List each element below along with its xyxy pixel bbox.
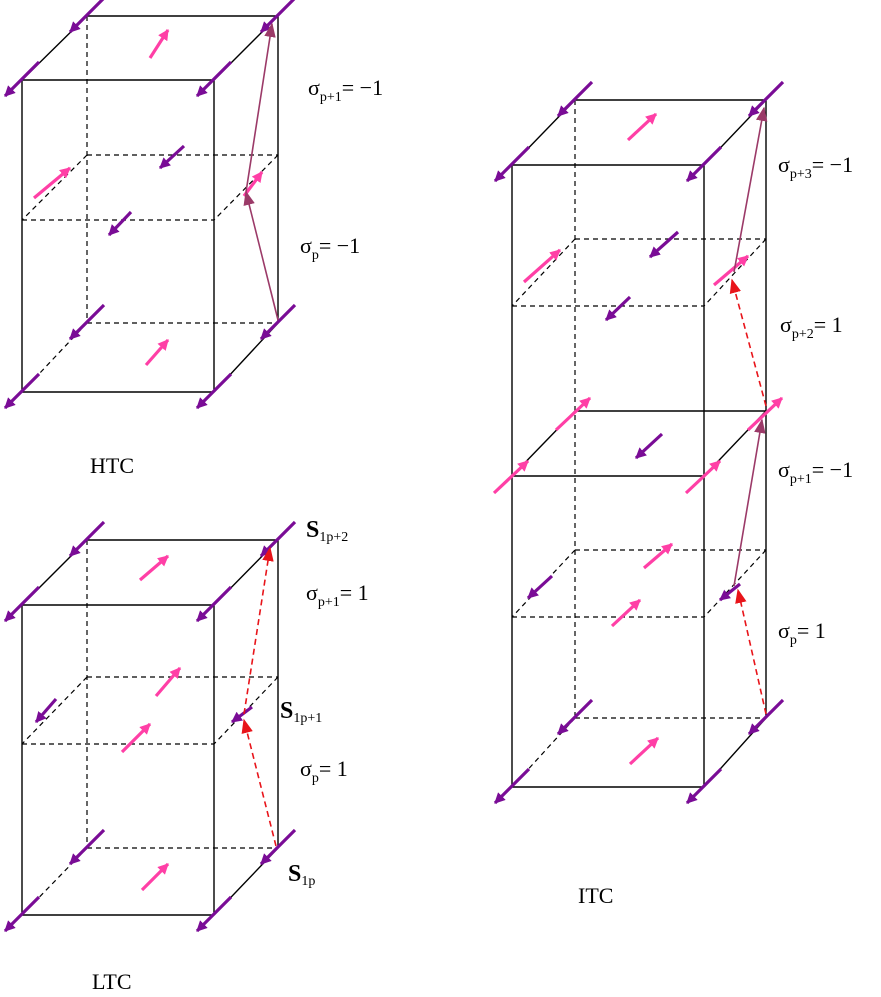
htc-panel: σp+1= −1 σp= −1 HTC — [3, 0, 383, 478]
ltc-spin-top-label: S1p+2 — [306, 517, 348, 545]
spin-down-arrow — [259, 828, 297, 866]
spin-up-arrow — [628, 736, 660, 766]
spin-down-arrow — [259, 303, 297, 341]
itc-sigma-p1: σp+1= −1 — [778, 457, 853, 487]
ltc-sigma-lower: σp= 1 — [300, 756, 348, 786]
spin-down-arrow — [3, 585, 41, 623]
spin-down-arrow — [3, 372, 41, 410]
spin-down-arrow — [195, 60, 233, 98]
htc-links — [243, 22, 279, 321]
htc-sigma-upper: σp+1= −1 — [308, 75, 383, 105]
spin-up-arrow — [154, 666, 182, 698]
spin-up-arrow — [626, 112, 658, 142]
spin-up-arrow — [684, 459, 722, 495]
itc-links — [729, 106, 768, 715]
itc-sigma-p2: σp+2= 1 — [780, 312, 843, 342]
htc-spins — [3, 0, 297, 410]
spin-up-arrow — [492, 459, 530, 495]
spin-up-arrow — [32, 166, 72, 200]
spin-down-arrow — [34, 697, 58, 724]
spin-down-arrow — [526, 574, 554, 600]
spin-down-arrow — [604, 295, 632, 322]
spin-up-arrow — [642, 542, 674, 570]
ltc-panel: S1p+2 σp+1= 1 S1p+1 σp= 1 S1p LTC — [3, 517, 369, 994]
spin-down-arrow — [747, 80, 785, 118]
spin-down-arrow — [556, 698, 594, 736]
spin-down-arrow — [493, 145, 531, 183]
ltc-spin-bot-label: S1p — [288, 861, 315, 889]
spin-down-arrow — [685, 767, 723, 805]
spin-down-arrow — [747, 698, 785, 736]
spin-up-arrow — [522, 248, 562, 284]
spin-down-arrow — [493, 767, 531, 805]
itc-caption: ITC — [578, 883, 613, 908]
ltc-caption: LTC — [92, 969, 132, 994]
spin-down-arrow — [556, 80, 594, 118]
itc-sigma-p3: σp+3= −1 — [778, 152, 853, 182]
ltc-spins — [3, 520, 297, 933]
spin-down-arrow — [685, 145, 723, 183]
htc-lattice — [21, 15, 279, 393]
spin-down-arrow — [3, 895, 41, 933]
spin-up-arrow — [120, 722, 152, 754]
ltc-sigma-upper: σp+1= 1 — [306, 580, 369, 610]
itc-sigma-p: σp= 1 — [778, 618, 826, 648]
spin-down-arrow — [195, 895, 233, 933]
spin-down-arrow — [3, 60, 41, 98]
spin-down-arrow — [195, 372, 233, 410]
htc-sigma-lower: σp= −1 — [300, 233, 360, 263]
spin-down-arrow — [68, 0, 105, 34]
spin-down-arrow — [648, 230, 680, 259]
spin-down-arrow — [195, 585, 233, 623]
spin-up-arrow — [138, 554, 170, 582]
itc-spins — [492, 80, 785, 805]
spin-up-arrow — [554, 396, 592, 432]
spin-up-arrow — [746, 396, 784, 432]
htc-caption: HTC — [90, 453, 134, 478]
ltc-links — [241, 546, 277, 847]
spin-down-arrow — [68, 828, 106, 866]
spin-down-arrow — [231, 705, 253, 724]
spin-up-arrow — [140, 862, 170, 892]
spin-up-arrow — [610, 598, 642, 628]
spin-down-arrow — [158, 144, 186, 170]
itc-panel: σp+3= −1 σp+2= 1 σp+1= −1 σp= 1 ITC — [492, 80, 853, 908]
spin-down-arrow — [68, 520, 106, 558]
spin-up-arrow — [148, 29, 170, 59]
spin-down-arrow — [107, 210, 133, 237]
ltc-spin-mid-label: S1p+1 — [280, 698, 322, 726]
spin-up-arrow — [144, 338, 170, 367]
spin-up-arrow — [712, 254, 750, 287]
itc-lattice — [511, 99, 767, 788]
spin-down-arrow — [719, 582, 741, 602]
ltc-lattice — [21, 539, 279, 916]
spin-down-arrow — [634, 432, 664, 460]
spin-down-arrow — [68, 303, 106, 341]
